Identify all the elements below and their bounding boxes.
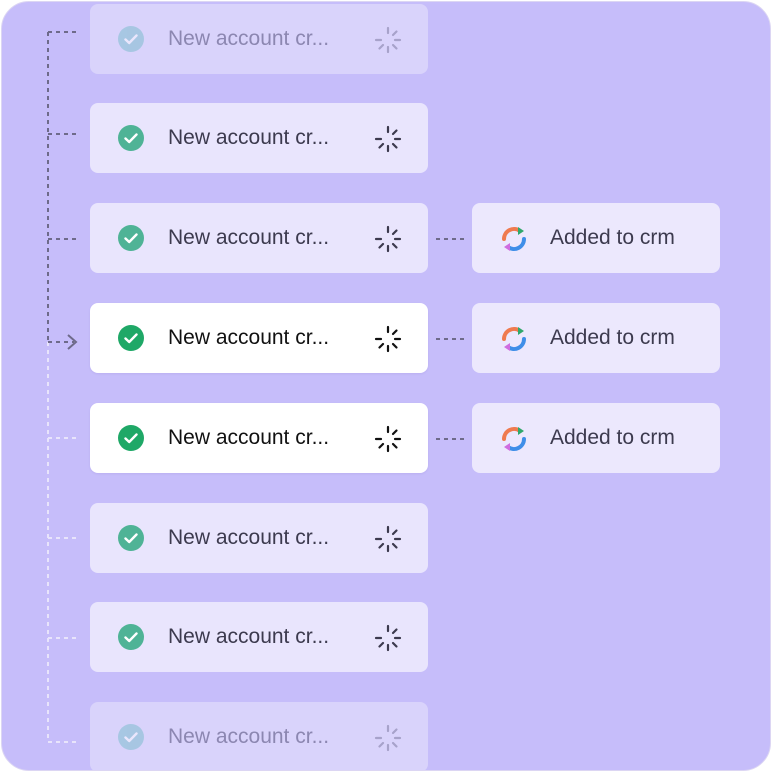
crm-label: Added to crm bbox=[550, 226, 675, 249]
check-circle-icon bbox=[118, 624, 144, 650]
loading-spinner-icon bbox=[374, 26, 402, 54]
task-card[interactable]: New account cr... bbox=[90, 203, 428, 273]
check-circle-icon bbox=[118, 425, 144, 451]
loading-spinner-icon bbox=[374, 325, 402, 353]
arrow-right-icon bbox=[67, 334, 78, 350]
check-circle-icon bbox=[118, 325, 144, 351]
task-card[interactable]: New account cr... bbox=[90, 4, 428, 74]
check-circle-icon bbox=[118, 125, 144, 151]
task-card[interactable]: New account cr... bbox=[90, 503, 428, 573]
task-label: New account cr... bbox=[168, 27, 330, 50]
check-circle-icon bbox=[118, 724, 144, 750]
crm-sync-icon bbox=[502, 227, 526, 251]
crm-card[interactable]: Added to crm bbox=[472, 203, 720, 273]
check-circle-icon bbox=[118, 525, 144, 551]
loading-spinner-icon bbox=[374, 724, 402, 752]
task-card[interactable]: New account cr... bbox=[90, 103, 428, 173]
task-label: New account cr... bbox=[168, 526, 330, 549]
crm-label: Added to crm bbox=[550, 326, 675, 349]
task-card[interactable]: New account cr... bbox=[90, 403, 428, 473]
crm-card[interactable]: Added to crm bbox=[472, 303, 720, 373]
task-label: New account cr... bbox=[168, 725, 330, 748]
crm-sync-icon bbox=[502, 327, 526, 351]
task-label: New account cr... bbox=[168, 326, 330, 349]
check-circle-icon bbox=[118, 26, 144, 52]
task-label: New account cr... bbox=[168, 625, 330, 648]
task-label: New account cr... bbox=[168, 226, 330, 249]
task-card[interactable]: New account cr... bbox=[90, 303, 428, 373]
loading-spinner-icon bbox=[374, 225, 402, 253]
crm-card[interactable]: Added to crm bbox=[472, 403, 720, 473]
task-label: New account cr... bbox=[168, 126, 330, 149]
task-label: New account cr... bbox=[168, 426, 330, 449]
loading-spinner-icon bbox=[374, 525, 402, 553]
loading-spinner-icon bbox=[374, 125, 402, 153]
task-card[interactable]: New account cr... bbox=[90, 702, 428, 770]
check-circle-icon bbox=[118, 225, 144, 251]
loading-spinner-icon bbox=[374, 425, 402, 453]
loading-spinner-icon bbox=[374, 624, 402, 652]
crm-label: Added to crm bbox=[550, 426, 675, 449]
crm-sync-icon bbox=[502, 427, 526, 451]
task-card[interactable]: New account cr... bbox=[90, 602, 428, 672]
